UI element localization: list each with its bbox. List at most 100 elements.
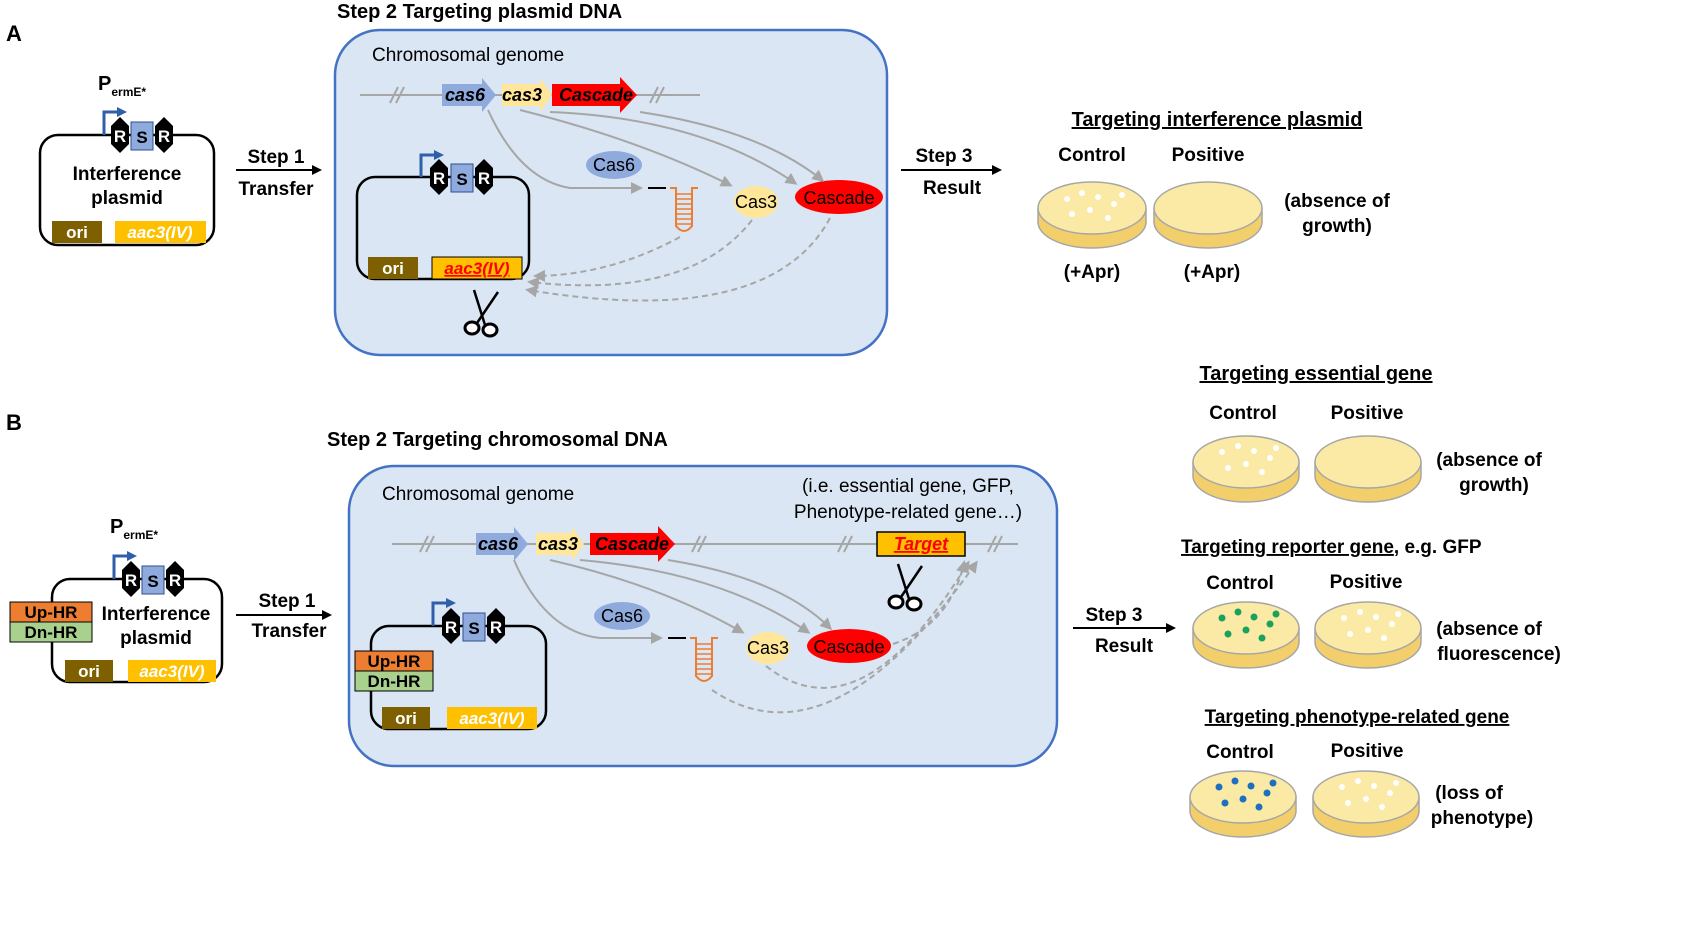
panel-a-note-line1: (absence of (1284, 191, 1390, 212)
cascade-gene-arrow (590, 526, 675, 562)
target-gene-box (876, 531, 966, 557)
panel-a-expression-arrows (487, 109, 825, 194)
dn-hr-label: Dn-HR (25, 623, 78, 642)
cas6-protein-label: Cas6 (601, 606, 643, 626)
cas6-gene-label: cas6 (478, 534, 519, 554)
aac3-target-box (431, 256, 523, 280)
plasmid-label-line1: Interference (102, 604, 211, 625)
s-label: S (136, 128, 147, 147)
panel-a-result-title: Targeting interference plasmid (1072, 109, 1363, 131)
panel-a-cell-plasmid: R S R ori aac3(IV) (355, 150, 531, 281)
s-label: S (456, 170, 467, 189)
result-phenotype-positive: Positive (1331, 741, 1404, 762)
panel-a-control-plate (1037, 181, 1147, 249)
s-spacer-box (141, 565, 165, 595)
up-hr-label: Up-HR (368, 652, 421, 671)
aac3-marker-box (128, 660, 216, 682)
ori-label: ori (382, 259, 404, 278)
panel-b-cell-plasmid: R S R Up-HR Dn-HR ori aac3(IV) (354, 598, 548, 731)
colony-dots (1064, 190, 1125, 221)
break-mark-icon (691, 535, 707, 553)
r-label: R (433, 169, 445, 188)
cas3-protein-label: Cas3 (747, 638, 789, 658)
panel-a-step2-title: Step 2 Targeting plasmid DNA (337, 1, 622, 23)
cascade-gene-label: Cascade (595, 534, 669, 554)
panel-a-control-label: Control (1058, 145, 1126, 166)
panel-a-positive-plate (1153, 181, 1263, 249)
phenotype-positive-plate (1312, 770, 1420, 838)
cascade-protein (795, 180, 883, 214)
break-mark-icon (987, 535, 1003, 553)
reporter-control-plate (1192, 601, 1300, 669)
break-mark-icon (419, 535, 435, 553)
cas3-protein (746, 632, 790, 664)
cas6-gene-arrow (442, 78, 496, 112)
target-note-line2: Phenotype-related gene…) (794, 502, 1022, 523)
break-mark-icon (389, 86, 405, 104)
s-spacer-box (450, 163, 474, 193)
plasmid-label-line2: plasmid (120, 628, 192, 649)
panel-b-transfer-label: Transfer (252, 621, 328, 642)
r-label: R (169, 571, 181, 590)
ori-label: ori (78, 662, 100, 681)
s-label: S (468, 619, 479, 638)
colony-dots (1341, 609, 1401, 641)
essential-control-plate (1192, 435, 1300, 503)
result-essential-title: Targeting essential gene (1199, 363, 1432, 385)
panel-a-result-label: Result (923, 178, 982, 199)
panel-a-letter: A (6, 21, 22, 46)
target-gene-label: Target (894, 534, 949, 554)
cascade-gene-label: Cascade (559, 85, 633, 105)
panel-b-step1-label: Step 1 (258, 591, 315, 612)
dn-hr-box (354, 670, 434, 692)
dn-hr-label: Dn-HR (368, 672, 421, 691)
cas3-gene-arrow (502, 78, 552, 112)
cascade-protein-label: Cascade (813, 637, 884, 657)
cas6-gene-arrow (476, 527, 528, 561)
ori-label: ori (66, 223, 88, 242)
panel-a-chromosome-label: Chromosomal genome (372, 45, 564, 66)
cascade-protein-label: Cascade (803, 188, 874, 208)
panel-b-result-label: Result (1095, 636, 1154, 657)
result-essential-control: Control (1209, 403, 1277, 424)
panel-b-cleavage-arrows (711, 560, 978, 714)
result-essential-positive: Positive (1331, 403, 1404, 424)
result-phenotype-title: Targeting phenotype-related gene (1205, 707, 1510, 728)
panel-b-expression-arrows (513, 559, 833, 644)
r-label: R (125, 571, 137, 590)
cas6-protein-label: Cas6 (593, 155, 635, 175)
cascade-gene-arrow (552, 77, 637, 113)
break-mark-icon (649, 86, 665, 104)
result-reporter-title: Targeting reporter gene, e.g. GFP (1181, 537, 1482, 558)
panel-a-step1-label: Step 1 (247, 147, 304, 168)
panel-a-interference-plasmid: PermE* R S R Interference plasmid ori aa… (38, 73, 216, 247)
gfp-colony-dots (1218, 608, 1280, 642)
panel-b-step3-label: Step 3 (1085, 605, 1142, 626)
r-label: R (158, 127, 170, 146)
break-mark-icon (837, 535, 853, 553)
aac3-target-label: aac3(IV) (444, 259, 510, 278)
plasmid-label-line1: Interference (73, 164, 182, 185)
aac3-marker-box (115, 221, 206, 243)
cas6-gene-label: cas6 (445, 85, 486, 105)
s-label: S (147, 572, 158, 591)
panel-b-promoter-label: PermE* (110, 516, 158, 542)
panel-b-interference-plasmid: PermE* R S R Interference plasmid Up-HR … (9, 516, 224, 684)
blue-colony-dots (1215, 777, 1277, 811)
target-note-line1: (i.e. essential gene, GFP, (802, 476, 1014, 497)
result-essential-note2: growth) (1459, 475, 1529, 496)
up-hr-label: Up-HR (25, 603, 78, 622)
r-label: R (114, 127, 126, 146)
s-spacer-box (130, 121, 154, 151)
result-essential-note1: (absence of (1436, 450, 1542, 471)
plasmid-label-line2: plasmid (91, 188, 163, 209)
result-phenotype-control: Control (1206, 742, 1274, 763)
reporter-positive-plate (1314, 601, 1422, 669)
aac3-marker-box (447, 707, 537, 729)
cas3-gene-label: cas3 (502, 85, 542, 105)
essential-positive-plate (1314, 435, 1422, 503)
result-phenotype-note2: phenotype) (1431, 808, 1533, 829)
panel-a-positive-label: Positive (1172, 145, 1245, 166)
panel-b-step2-title: Step 2 Targeting chromosomal DNA (327, 429, 668, 451)
